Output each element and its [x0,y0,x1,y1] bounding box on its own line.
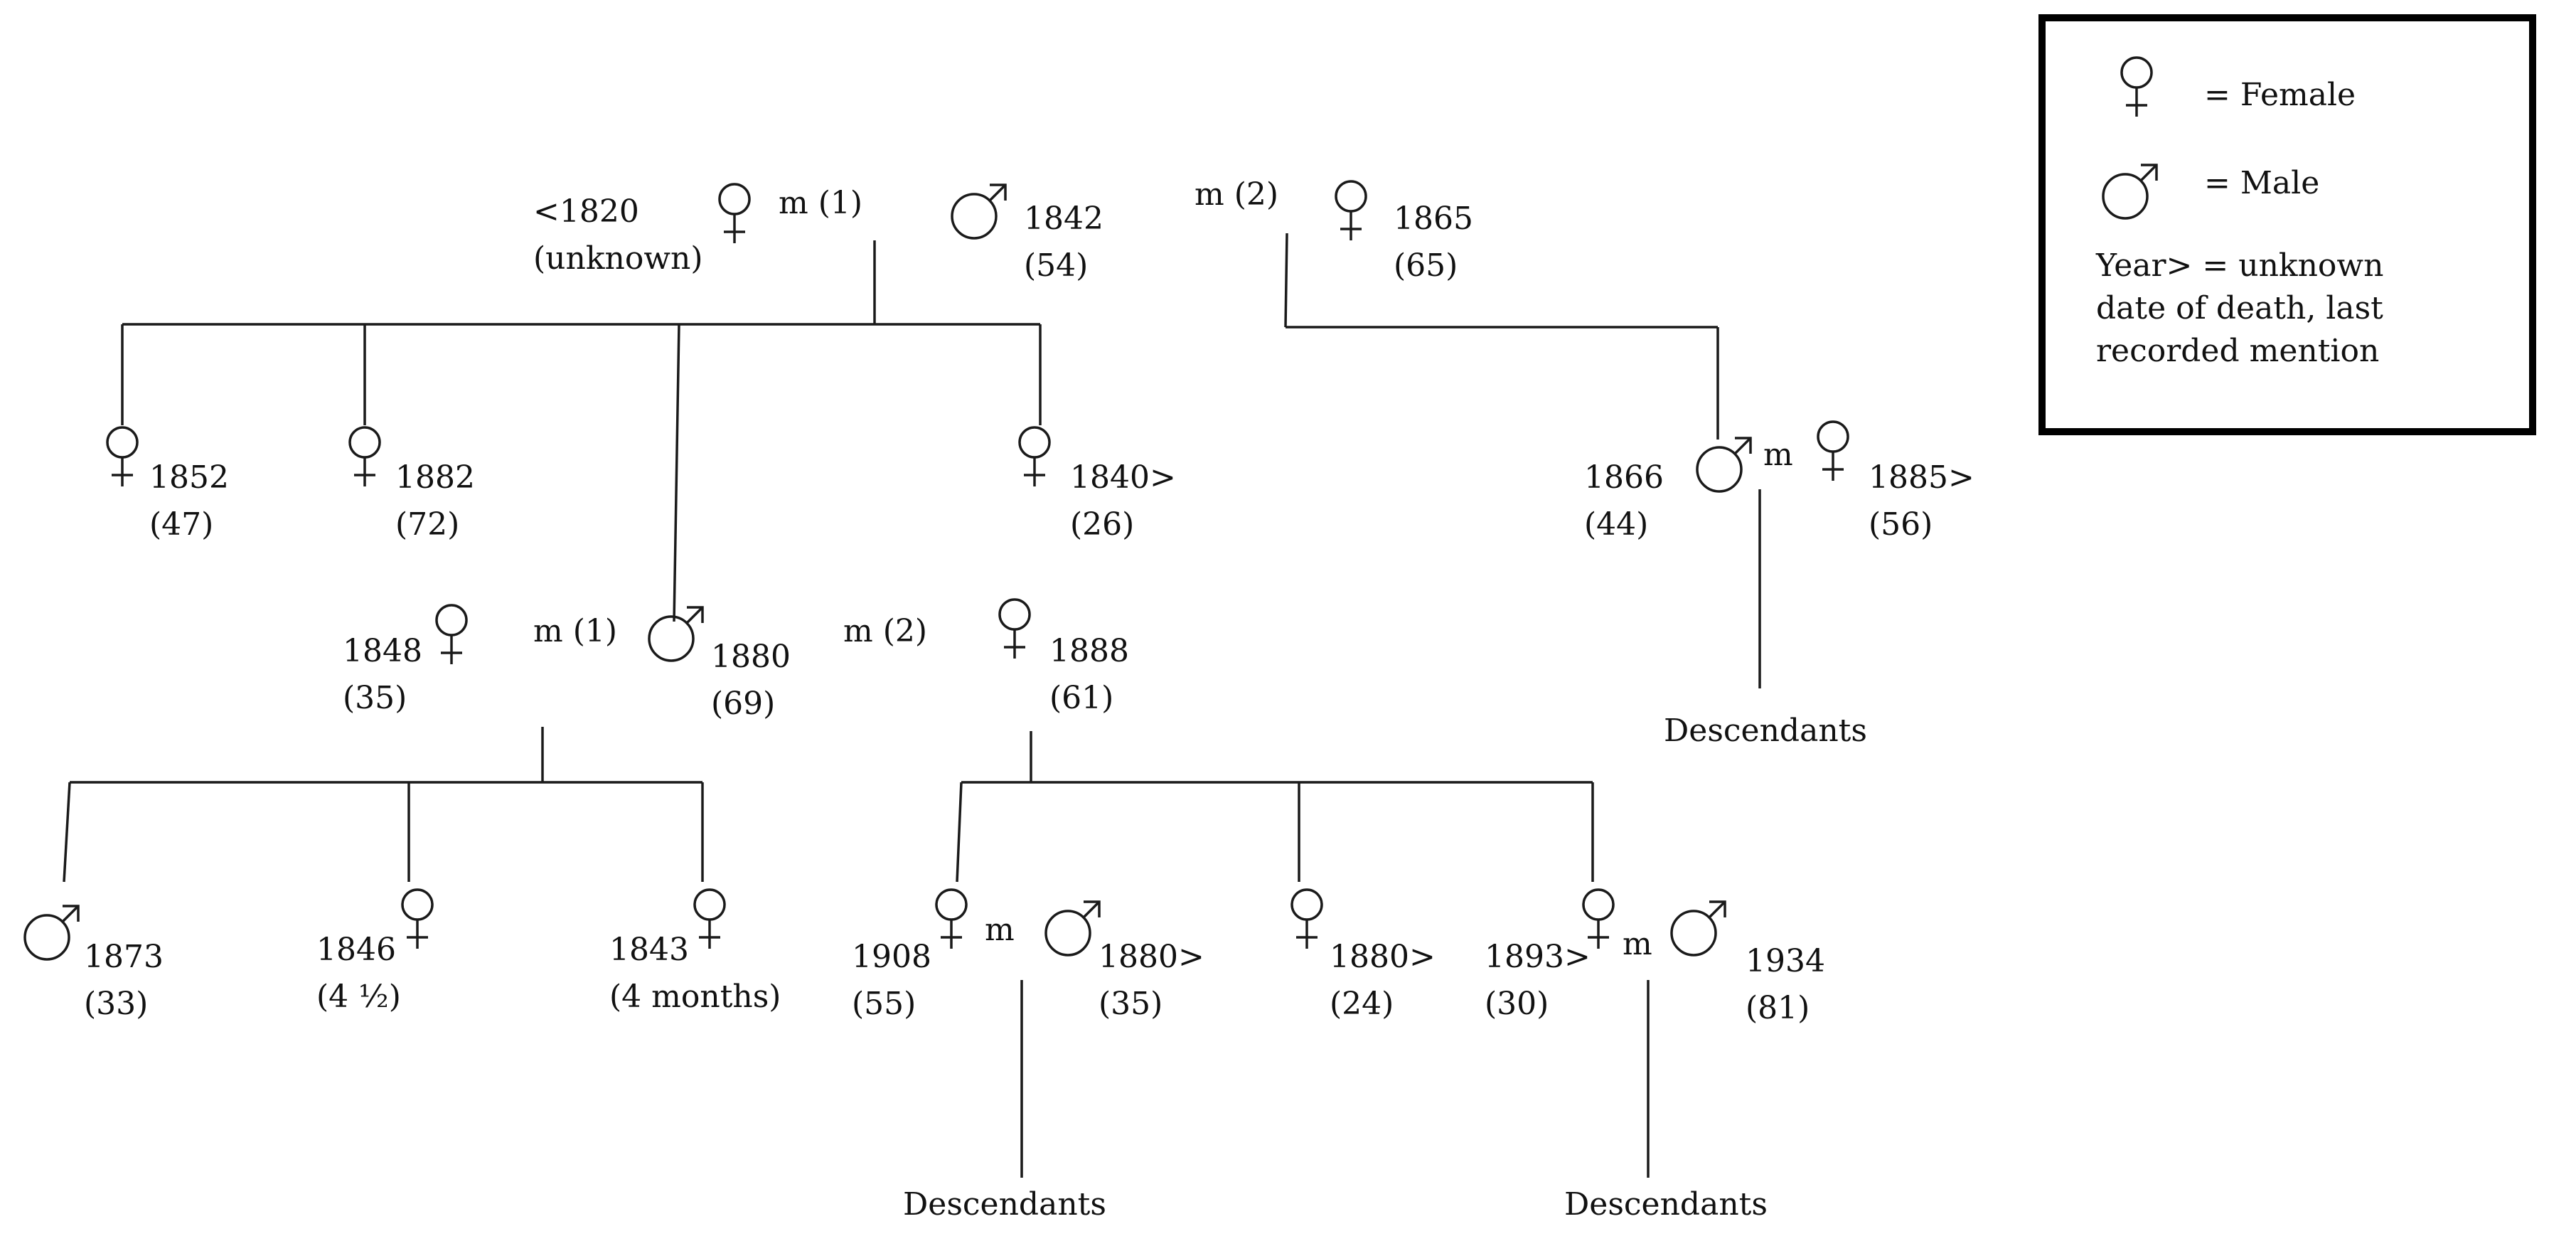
root-wife1-year: <1820 [533,193,639,230]
mid-marriage1-label: m (1) [533,613,617,649]
grandchild-1908-spouse-age: (35) [1099,986,1163,1022]
child-1866-marriage-label: m [1763,437,1793,473]
root-wife2-year: 1865 [1394,201,1473,237]
grandchild-1843-year: 1843 [609,932,689,968]
legend-note-line-2: date of death, last [2096,290,2383,326]
descendants-label-1866: Descendants [1664,713,1867,749]
child-1866-age: (44) [1584,506,1648,543]
grandchild-1873-age: (33) [84,986,148,1022]
child-1852-female-icon [106,426,139,488]
mid-wife2-age: (61) [1049,680,1113,716]
child-1840-female-icon [1018,426,1051,488]
grandchild-1873-male-icon [23,905,80,961]
grandchild-1843-female-icon [693,888,726,950]
grandchild-1846-age: (4 ½) [316,979,401,1015]
child-1866-year: 1866 [1584,459,1664,496]
child-1882-year: 1882 [395,459,475,496]
mid-wife1-female-icon [435,604,468,666]
grandchild-1908-spouse-year: 1880> [1099,939,1204,975]
child-1866-male-icon [1696,437,1752,493]
root-wife1-female-icon [718,183,751,245]
root-husband-age: (54) [1024,247,1088,284]
connector-lines [63,233,1761,1178]
grandchild-1846-year: 1846 [316,932,396,968]
child-1852-year: 1852 [149,459,229,496]
descendants-label-1908: Descendants [903,1186,1106,1223]
mid-marriage2-label: m (2) [843,613,927,649]
grandchild-1893-marriage-label: m [1623,926,1652,962]
root-wife2-female-icon [1335,180,1367,242]
child-1866-spouse-age: (56) [1869,506,1933,543]
legend-male-label: = Male [2204,165,2319,201]
child-1852-age: (47) [149,506,213,543]
grandchild-1846-female-icon [401,888,434,950]
mid-husband-year: 1880 [711,639,791,675]
grandchild-1908-age: (55) [852,986,916,1022]
grandchild-1893-spouse-year: 1934 [1746,943,1825,979]
root-marriage2-label: m (2) [1195,176,1278,213]
child-1866-spouse-female-icon [1817,420,1849,482]
legend-female-label: = Female [2204,77,2356,113]
grandchild-1880-year: 1880> [1330,939,1436,975]
child-1840-age: (26) [1070,506,1134,543]
grandchild-1908-marriage-label: m [985,912,1015,948]
legend-note-line-1: Year> = unknown [2095,247,2383,284]
child-1882-age: (72) [395,506,459,543]
grandchild-1843-age: (4 months) [609,979,781,1015]
legend-note-line-3: recorded mention [2096,333,2379,369]
legend-box [2038,14,2536,435]
root-wife2-age: (65) [1394,247,1458,284]
grandchild-1873-year: 1873 [84,939,164,975]
mid-wife2-female-icon [998,598,1031,660]
mid-wife2-year: 1888 [1049,633,1129,669]
root-marriage1-label: m (1) [779,185,862,221]
mid-wife1-year: 1848 [343,633,422,669]
grandchild-1893-spouse-male-icon [1670,900,1726,957]
grandchild-1908-year: 1908 [852,939,931,975]
grandchild-1893-age: (30) [1485,986,1549,1022]
child-1882-female-icon [348,426,381,488]
child-1840-year: 1840> [1070,459,1176,496]
grandchild-1893-year: 1893> [1485,939,1591,975]
grandchild-1880-female-icon [1290,888,1323,950]
child-1866-spouse-year: 1885> [1869,459,1974,496]
root-husband-male-icon [951,183,1007,240]
grandchild-1893-spouse-age: (81) [1746,990,1810,1026]
root-wife1-age: (unknown) [533,240,703,277]
mid-husband-age: (69) [711,686,775,722]
grandchild-1880-age: (24) [1330,986,1394,1022]
descendants-label-1893: Descendants [1564,1186,1768,1223]
grandchild-1908-spouse-male-icon [1044,900,1101,957]
mid-husband-male-icon [648,606,704,662]
grandchild-1908-female-icon [935,888,968,950]
legend: = Female = Male Year> = unknown date of … [2038,14,2536,435]
root-husband-year: 1842 [1024,201,1103,237]
mid-wife1-age: (35) [343,680,407,716]
